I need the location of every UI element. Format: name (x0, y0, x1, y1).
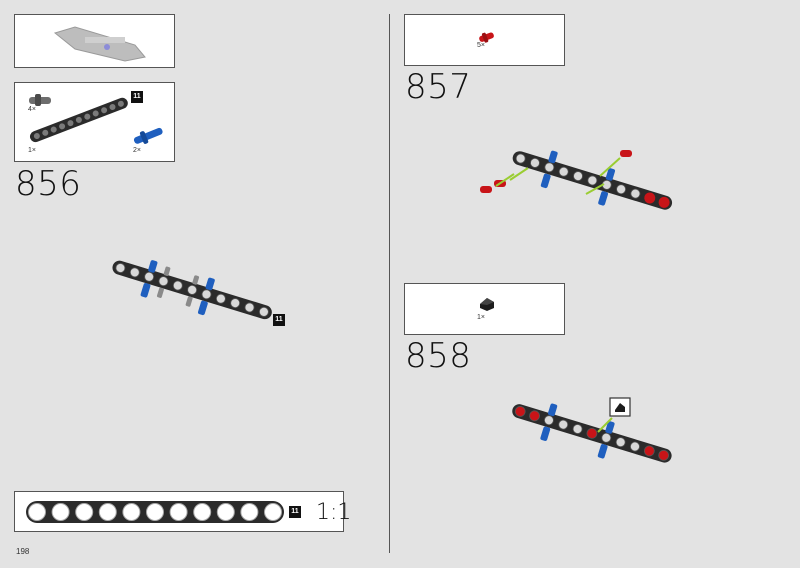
step-858-assembly-illustration (512, 397, 672, 463)
blue-axle-pin-qty: 2× (133, 147, 141, 154)
step-856-parts-list: 4× 11 1× 2× (14, 82, 175, 162)
red-pin-qty: 5× (477, 42, 485, 49)
step-number-858: 858 (405, 336, 472, 376)
connector-peg-icon (29, 94, 51, 106)
step-858-parts-list: 1× (404, 283, 565, 335)
step-857-parts-list: 5× (404, 14, 565, 66)
blue-axle-pin-icon (133, 127, 163, 144)
scale-ruler: 11 1:1 (14, 491, 351, 532)
liftarm-length-badge: 11 (131, 91, 143, 103)
step-856-assembly-badge: 11 (273, 314, 285, 326)
previous-assembly-illustration (53, 26, 146, 62)
step-857-assembly-illustration (480, 150, 673, 210)
step-number-857: 857 (405, 67, 472, 107)
liftarm-beam-qty: 1× (28, 147, 36, 154)
connector-peg-qty: 4× (28, 106, 36, 113)
page-divider (389, 14, 390, 553)
page-number: 198 (16, 547, 30, 556)
black-slope-brick-icon (480, 298, 494, 311)
previous-assembly-reference (14, 14, 175, 68)
black-slope-brick-qty: 1× (477, 314, 485, 321)
scale-ruler-liftarm (26, 501, 284, 523)
liftarm-beam-icon (29, 97, 128, 143)
scale-ruler-badge: 11 (289, 506, 301, 518)
step-number-856: 856 (15, 164, 82, 204)
red-pin-icon (479, 32, 494, 43)
scale-ruler-label: 1:1 (316, 500, 352, 525)
step-856-assembly-illustration (112, 260, 272, 320)
